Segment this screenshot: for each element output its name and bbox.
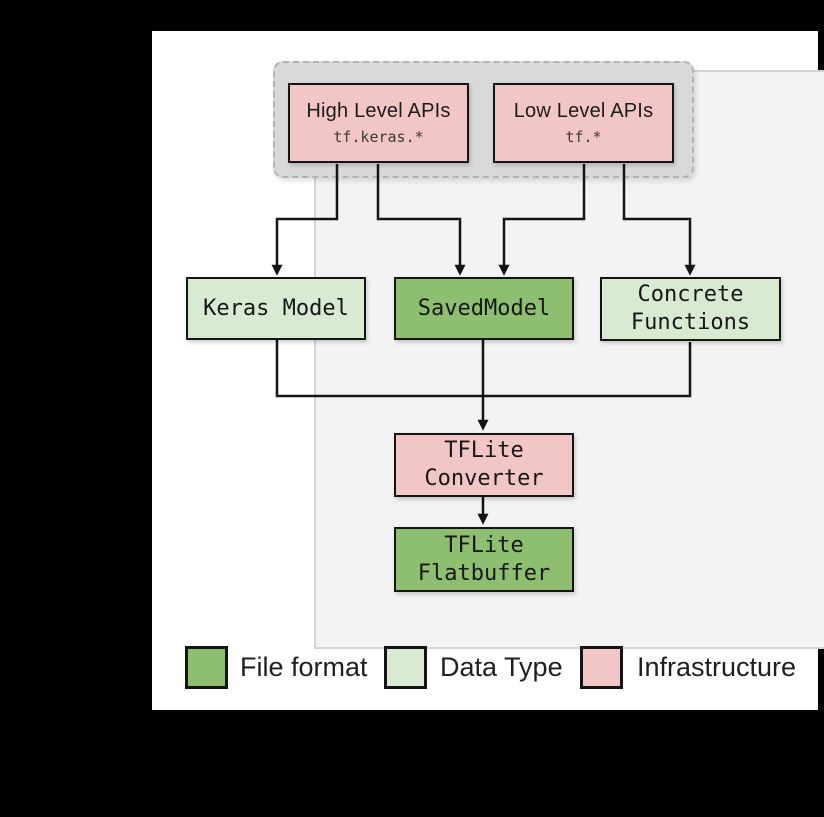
node-tflite-converter: TFLite Converter bbox=[394, 433, 574, 497]
node-high-level-apis: High Level APIs tf.keras.* bbox=[288, 83, 469, 163]
node-title-line1: Concrete bbox=[637, 282, 744, 307]
node-title-line2: Converter bbox=[424, 466, 544, 491]
node-title-line2: Flatbuffer bbox=[417, 560, 551, 586]
legend-label-infrastructure: Infrastructure bbox=[637, 652, 797, 682]
node-code-label: tf.* bbox=[565, 128, 602, 146]
node-title-line1: TFLite bbox=[444, 532, 524, 558]
node-code-label: tf.keras.* bbox=[333, 128, 424, 146]
legend-swatch-data-type bbox=[384, 646, 427, 689]
node-keras-model: Keras Model bbox=[186, 277, 366, 340]
node-title: SavedModel bbox=[417, 295, 551, 321]
legend-swatch-file-format bbox=[185, 646, 228, 689]
node-title-line1: TFLite bbox=[444, 438, 524, 463]
node-title: Low Level APIs bbox=[513, 100, 654, 122]
node-concrete-functions: Concrete Functions bbox=[600, 277, 781, 341]
node-saved-model: SavedModel bbox=[394, 277, 574, 340]
node-title: Keras Model bbox=[203, 295, 349, 321]
node-title: High Level APIs bbox=[306, 100, 451, 122]
node-tflite-flatbuffer: TFLite Flatbuffer bbox=[394, 527, 574, 592]
legend-swatch-infrastructure bbox=[580, 646, 623, 689]
legend-label-data-type: Data Type bbox=[440, 652, 563, 682]
node-title-line2: Functions bbox=[630, 310, 751, 335]
node-low-level-apis: Low Level APIs tf.* bbox=[493, 83, 674, 163]
legend-label-file-format: File format bbox=[240, 652, 368, 682]
